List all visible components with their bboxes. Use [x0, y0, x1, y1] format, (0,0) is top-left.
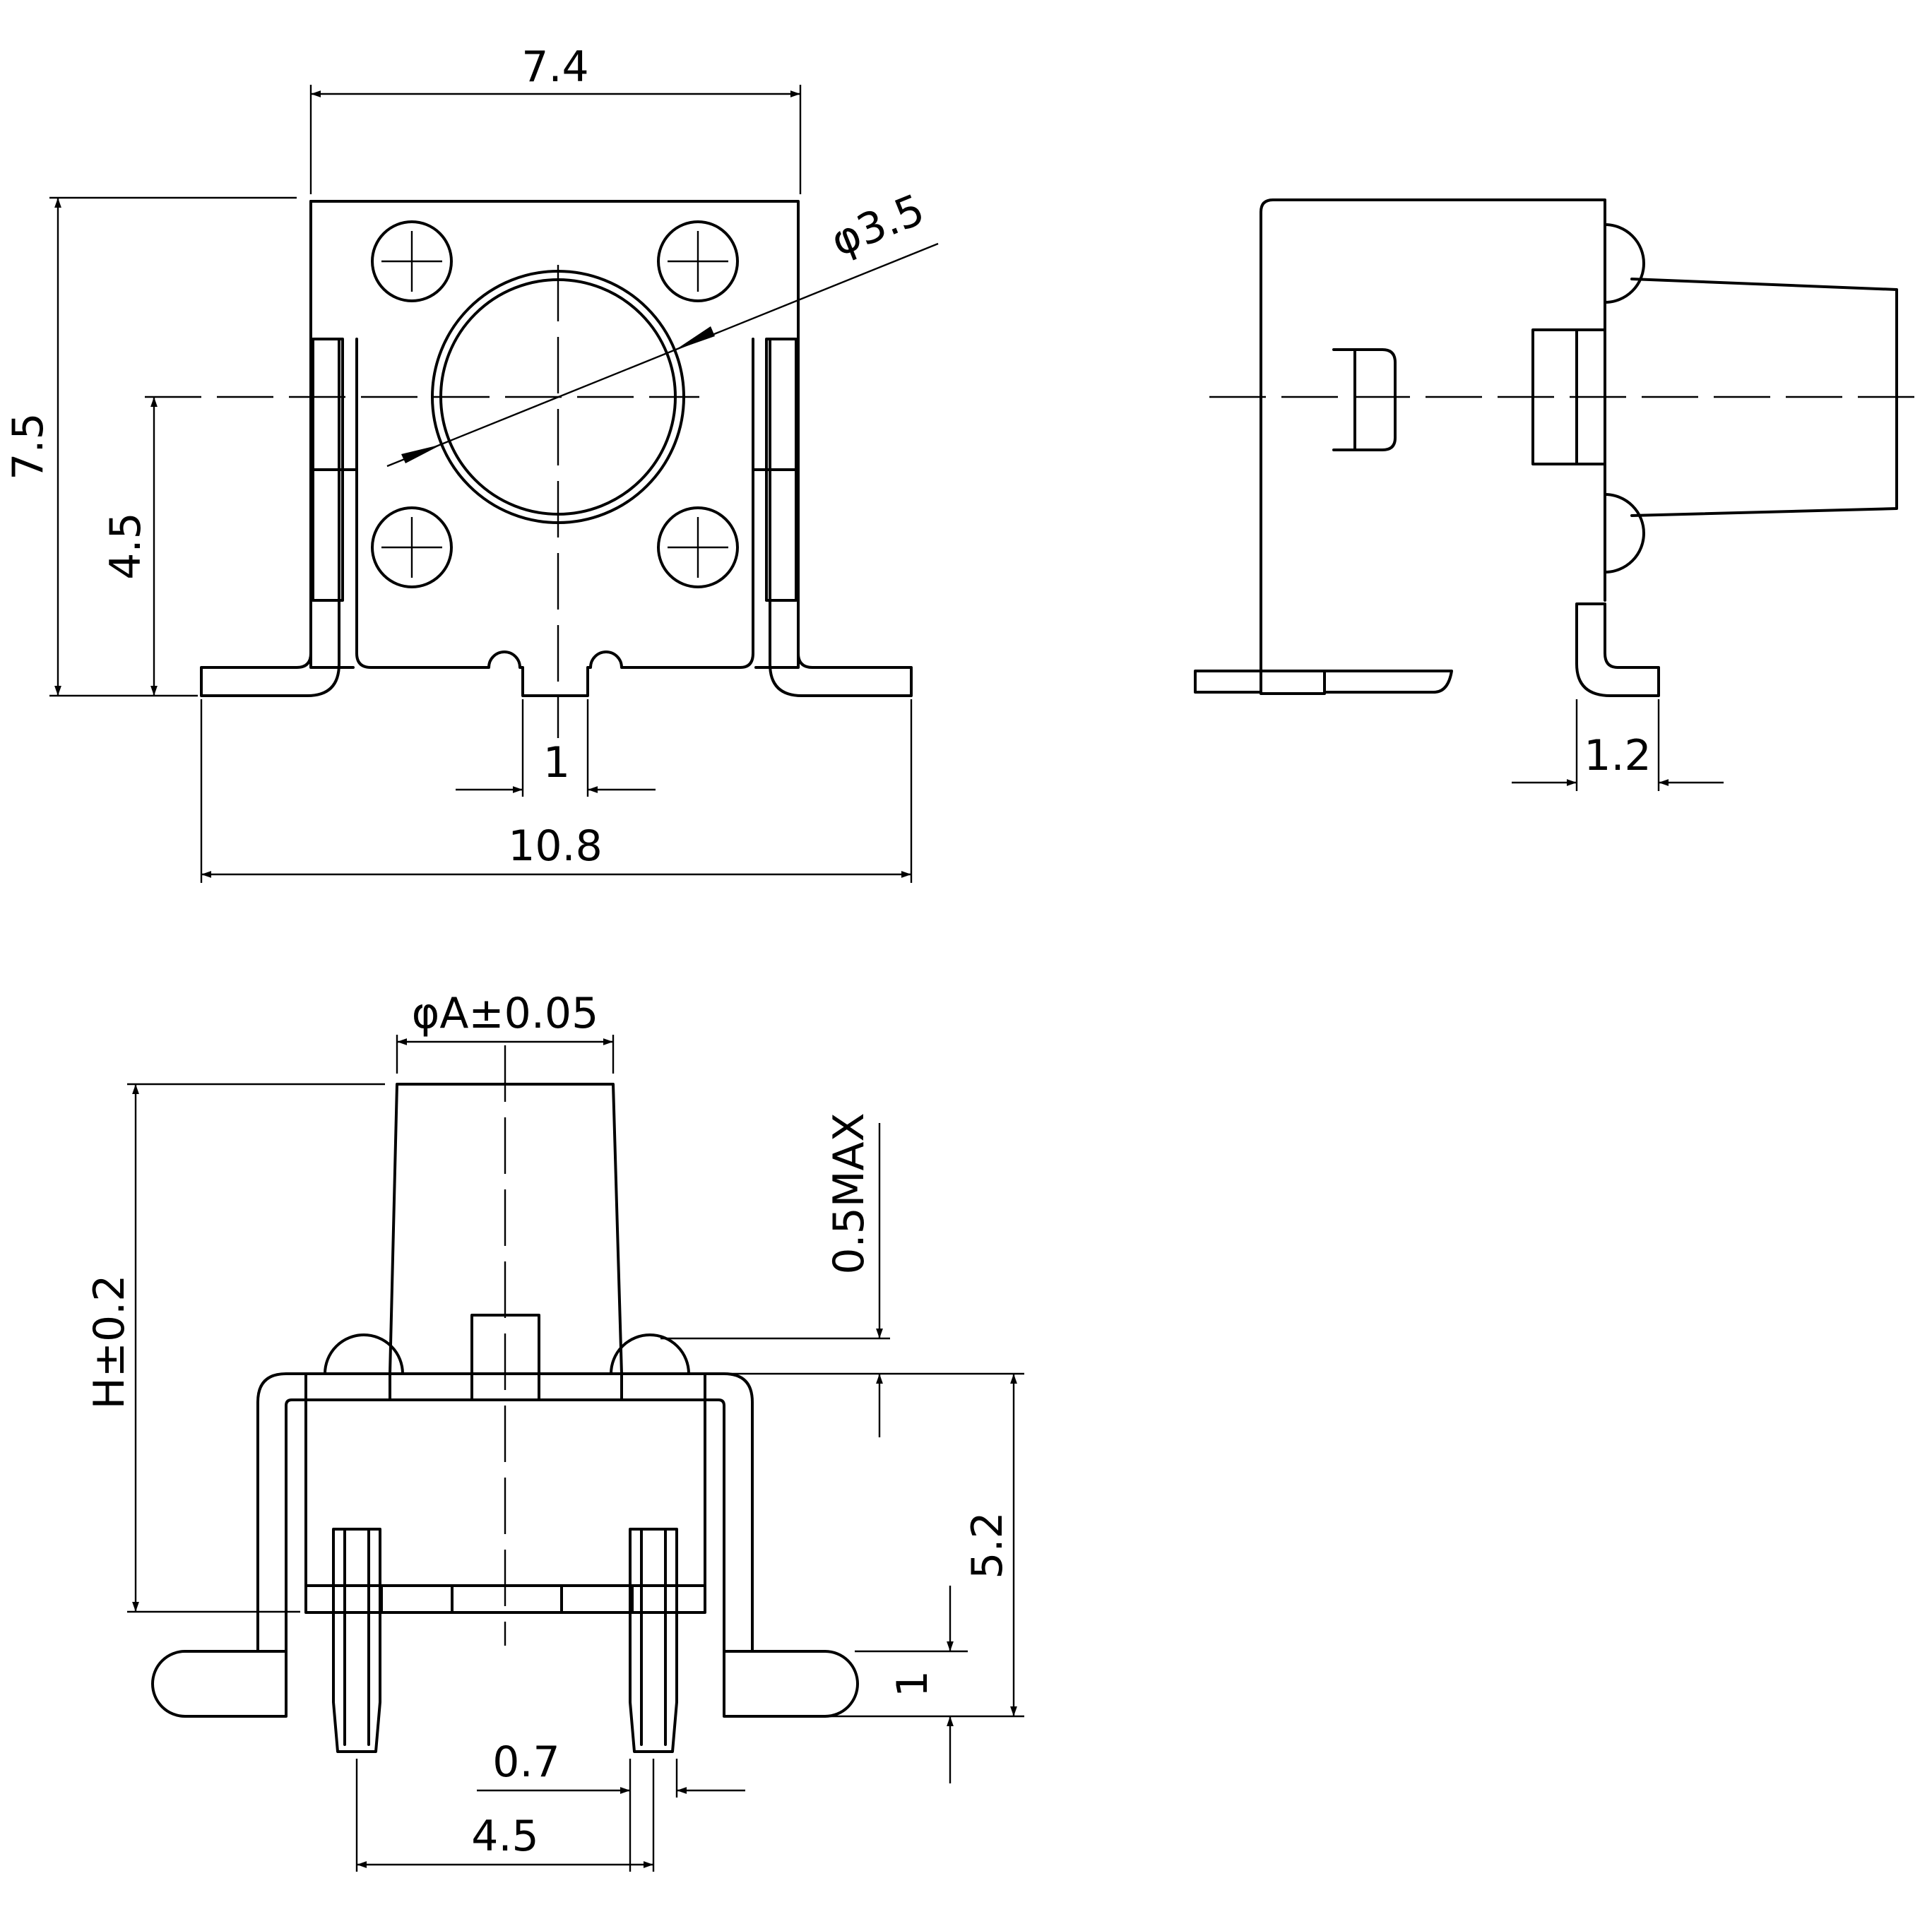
dim-height-overall: 7.5 — [4, 412, 53, 480]
dim-height-total: H±0.2 — [85, 1275, 134, 1410]
dim-height-center: 4.5 — [101, 512, 150, 579]
dim-total-width: 10.8 — [508, 821, 603, 871]
dim-pin-thickness: 0.7 — [492, 1737, 559, 1787]
front-dimensions: 7.4 7.5 4.5 φ3.5 1 10.8 — [4, 42, 939, 883]
dim-body-height: 5.2 — [963, 1511, 1012, 1579]
side-dimensions: 1.2 — [1512, 699, 1724, 791]
front-terminal-left — [200, 338, 358, 697]
dim-side-lead: 1.2 — [1584, 731, 1651, 780]
corner-hole-br — [657, 506, 739, 588]
bottom-view — [151, 1045, 859, 1753]
bottom-dimensions: φA±0.05 H±0.2 0.5MAX 5.2 1 0.7 4.5 — [85, 989, 1024, 1872]
dim-top-width: 7.4 — [521, 42, 588, 92]
dim-circle-dia: φ3.5 — [824, 185, 931, 266]
front-view — [145, 200, 913, 738]
dim-pin-pitch: 4.5 — [471, 1812, 538, 1861]
corner-hole-bl — [371, 506, 453, 588]
corner-hole-tr — [657, 220, 739, 302]
dim-pin-width: 1 — [543, 738, 570, 788]
dim-max-protrusion: 0.5MAX — [824, 1112, 874, 1274]
front-terminal-right — [752, 338, 913, 697]
corner-hole-tl — [371, 220, 453, 302]
side-view — [1194, 198, 1921, 697]
dim-tab-thickness: 1 — [888, 1670, 937, 1697]
front-body — [309, 200, 800, 697]
dim-stem-dia: φA±0.05 — [412, 989, 599, 1038]
